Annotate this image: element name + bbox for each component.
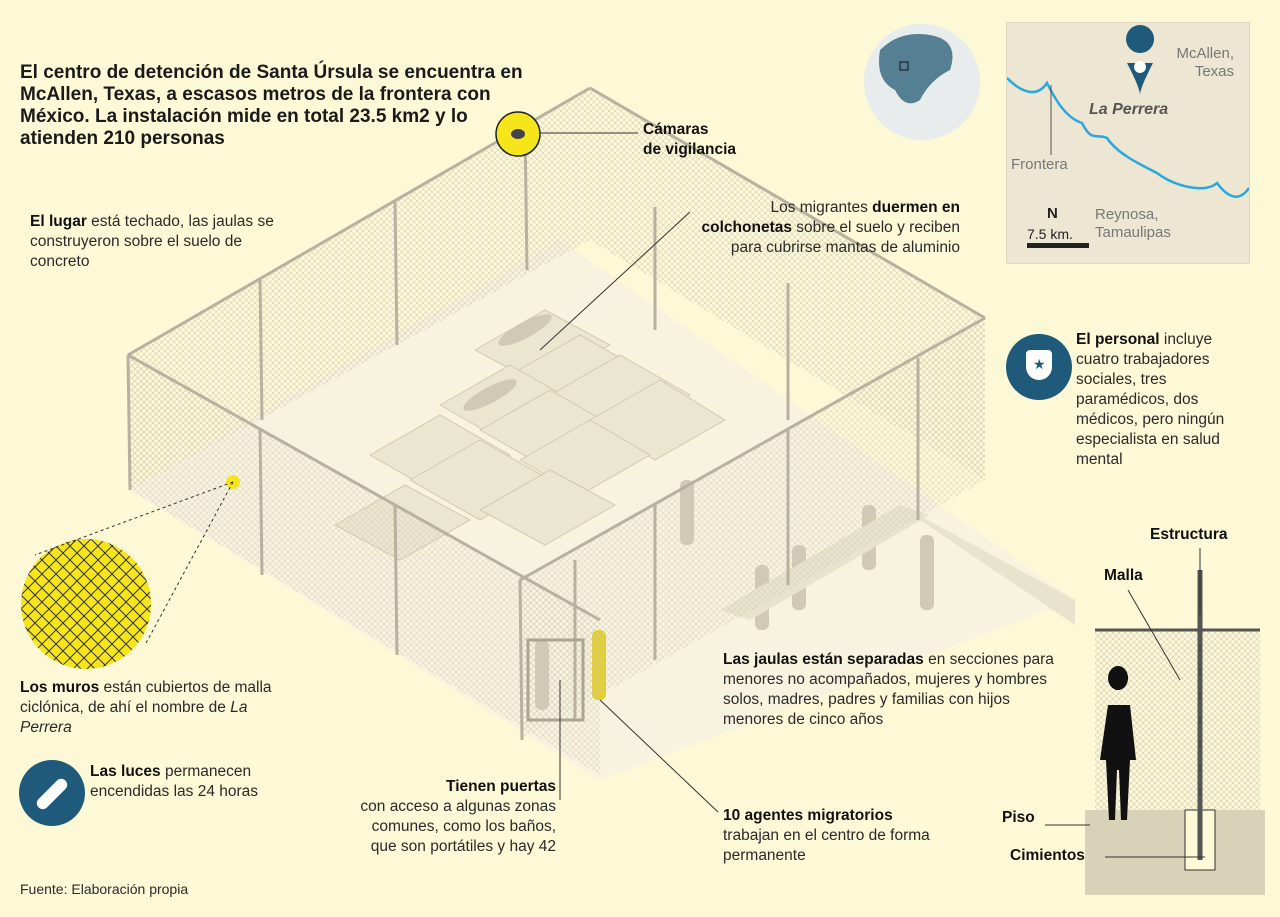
camaras-label: Cámaras de vigilancia [643, 120, 736, 160]
mats [333, 309, 726, 561]
map-label-mcallen: McAllen, Texas [1176, 45, 1234, 80]
agentes-note: 10 agentes migratorios trabajan en el cen… [723, 806, 953, 866]
muros-bold: Los muros [20, 679, 100, 696]
lugar-note: El lugar está techado, las jaulas se con… [30, 212, 300, 272]
front-right-fence [520, 318, 985, 740]
malla-label: Malla [1104, 567, 1143, 584]
jaulas-text: en secciones para menores no acompañados… [723, 651, 1054, 728]
badge-icon: ★ [1006, 334, 1072, 400]
camera-icon [511, 129, 525, 139]
muros-text: están cubiertos de malla ciclónica, de a… [20, 679, 272, 716]
person-silhouette [1100, 666, 1136, 820]
ground-section [1085, 810, 1265, 895]
agentes-bold: 10 agentes migratorios [723, 807, 893, 824]
agentes-text: trabajan en el centro de forma permanent… [723, 827, 930, 864]
jaulas-bold: Las jaulas están separadas [723, 651, 924, 668]
light-bulb-icon [19, 760, 85, 826]
puertas-text: con acceso a algunas zonas comunes, como… [360, 798, 556, 855]
door [526, 638, 585, 722]
cimientos-label: Cimientos [1010, 847, 1085, 864]
luces-text: permanecen encendidas las 24 horas [90, 763, 259, 800]
camaras-line2: de vigilancia [643, 141, 737, 158]
jaulas-note: Las jaulas están separadas en secciones … [723, 650, 1073, 730]
location-map: McAllen, Texas La Perrera Frontera Reyno… [1006, 22, 1250, 264]
estructura-label: Estructura [1150, 526, 1228, 543]
puertas-bold: Tienen puertas [446, 778, 556, 795]
lugar-bold: El lugar [30, 213, 87, 230]
luces-bold: Las luces [90, 763, 161, 780]
map-label-reynosa: Reynosa, Tamaulipas [1095, 206, 1171, 241]
luces-note: Las luces permanecen encendidas las 24 h… [90, 762, 290, 802]
muros-italic: La Perrera [20, 699, 248, 736]
piso-label: Piso [1002, 809, 1035, 826]
lugar-text: está techado, las jaulas se construyeron… [30, 213, 274, 270]
map-scale: 7.5 km. [1027, 226, 1073, 242]
front-left-fence [128, 355, 600, 775]
mesh-detail-circle [21, 539, 151, 669]
personal-bold: El personal [1076, 331, 1160, 348]
colchonetas-bold: duermen en colchonetas [701, 199, 960, 236]
north-arrow-icon: N [1047, 205, 1058, 222]
camaras-line1: Cámaras [643, 121, 709, 138]
colchonetas-note: Los migrantes duermen en colchonetas sob… [680, 198, 960, 258]
puertas-note: Tienen puertas con acceso a algunas zonas… [360, 777, 556, 857]
lead-text: El centro de detención de Santa Úrsula s… [20, 62, 523, 149]
colchonetas-text: sobre el suelo y reciben para cubrirse m… [730, 219, 960, 256]
map-label-la-perrera: La Perrera [1089, 101, 1169, 118]
back-left-fence [128, 88, 590, 490]
colchonetas-pre: Los migrantes [770, 199, 873, 216]
source-note: Fuente: Elaboración propia [20, 881, 189, 897]
map-label-frontera: Frontera [1011, 156, 1068, 173]
muros-note: Los muros están cubiertos de malla cicló… [20, 678, 285, 738]
personal-note: El personal incluye cuatro trabajadores … [1076, 330, 1251, 470]
river-line [1007, 25, 1249, 248]
personal-text: incluye cuatro trabajadores sociales, tr… [1076, 331, 1225, 468]
